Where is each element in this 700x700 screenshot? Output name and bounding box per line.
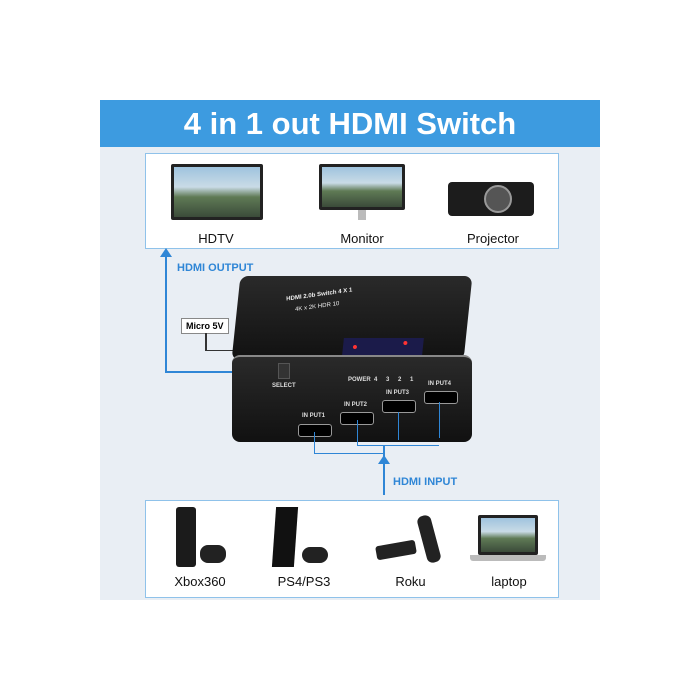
input-connector-line (383, 445, 385, 495)
port-label: IN PUT4 (428, 381, 452, 387)
hdmi-input-port-4[interactable] (424, 391, 458, 404)
hdmi-input-label: HDMI INPUT (393, 476, 458, 488)
input-ps4-ps3: PS4/PS3 (264, 505, 344, 589)
output-label: Monitor (340, 231, 384, 246)
input-label: laptop (491, 574, 527, 589)
output-connector-line (165, 255, 167, 373)
select-button[interactable] (278, 363, 290, 379)
switch-model-text: HDMI 2.0b Switch 4 X 1 (286, 287, 353, 303)
input-laptop: laptop (464, 505, 554, 589)
switch-top-unit: HDMI 2.0b Switch 4 X 1 4K x 2K HDR 10 (231, 276, 473, 360)
tv-icon (171, 164, 263, 220)
laptop-icon (478, 515, 538, 555)
micro5v-label: Micro 5V (181, 318, 229, 334)
xbox-icon (176, 507, 196, 567)
power-label: POWER (348, 377, 371, 383)
port-label: IN PUT3 (386, 390, 410, 396)
input-label: Xbox360 (174, 574, 226, 589)
output-hdtv: HDTV (166, 162, 266, 246)
input-devices-box: Xbox360 PS4/PS3 Roku laptop (145, 500, 559, 598)
arrow-up-icon (378, 455, 390, 464)
input-xbox360: Xbox360 (160, 505, 240, 589)
power-led (352, 345, 358, 349)
input-led (403, 341, 408, 345)
led-panel (342, 338, 424, 356)
output-monitor: Monitor (312, 162, 412, 246)
port-label: IN PUT2 (344, 402, 368, 408)
output-label: HDTV (198, 231, 234, 246)
projector-icon (448, 182, 534, 216)
title-banner: 4 in 1 out HDMI Switch (100, 100, 600, 147)
playstation-icon (271, 507, 299, 567)
hdmi-output-label: HDMI OUTPUT (177, 262, 254, 274)
hdmi-input-port-3[interactable] (382, 400, 416, 413)
switch-spec-text: 4K x 2K HDR 10 (294, 300, 340, 314)
select-label: SELECT (272, 383, 296, 389)
output-label: Projector (466, 231, 520, 246)
led-number: 1 (410, 377, 414, 383)
arrow-up-icon (160, 248, 172, 257)
output-connector-line (165, 371, 253, 373)
monitor-icon (319, 164, 405, 210)
led-number: 3 (386, 377, 390, 383)
switch-bottom-unit: SELECT POWER 4 3 2 1 IN PUT1 IN PUT2 IN … (232, 355, 472, 442)
output-projector: Projector (438, 162, 548, 246)
port-label: IN PUT1 (302, 413, 326, 419)
led-number: 4 (374, 377, 378, 383)
led-number: 2 (398, 377, 402, 383)
input-label: Roku (395, 574, 426, 589)
input-roku: Roku (368, 505, 453, 589)
hdmi-input-port-1[interactable] (298, 424, 332, 437)
roku-icon (375, 539, 417, 561)
input-label: PS4/PS3 (277, 574, 331, 589)
output-devices-box: HDTV Monitor Projector (145, 153, 559, 249)
